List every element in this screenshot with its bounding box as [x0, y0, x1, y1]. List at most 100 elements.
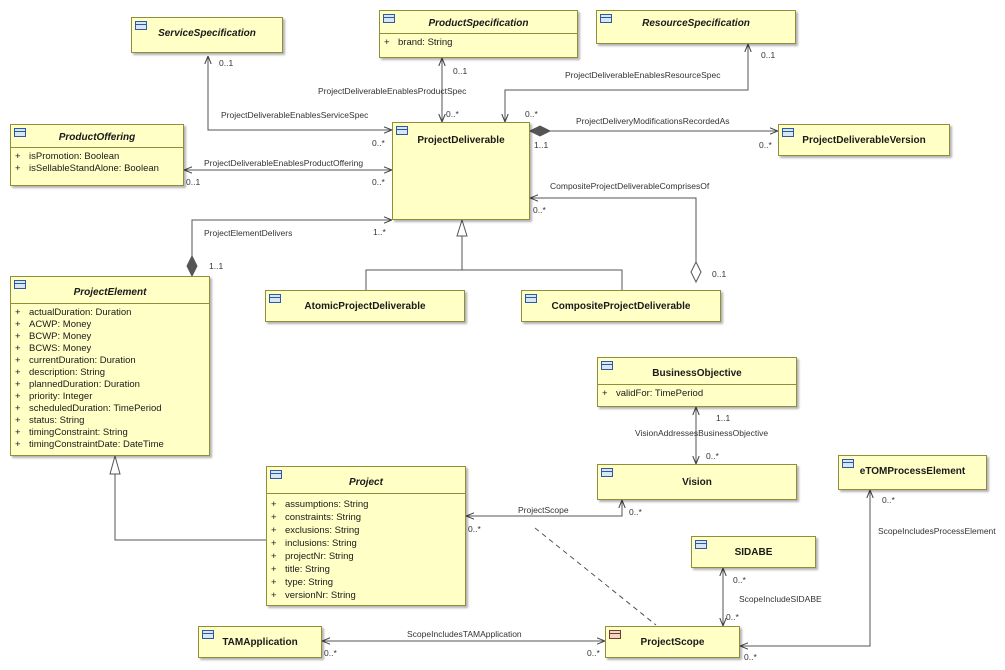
multiplicity-label: 0..* — [726, 612, 739, 622]
multiplicity-label: 1..1 — [534, 140, 549, 150]
attribute-row: +inclusions: String — [271, 538, 357, 549]
class-project-element[interactable]: ProjectElement +actualDuration: Duration… — [10, 276, 210, 456]
generalization-triangle-element — [109, 454, 121, 475]
class-project-deliverable[interactable]: ProjectDeliverable — [392, 122, 530, 220]
assoc-label-resource-spec: ProjectDeliverableEnablesResourceSpec — [565, 70, 721, 80]
class-name: Project — [349, 477, 383, 488]
class-icon — [695, 540, 707, 549]
aggregation-diamond-composite — [690, 260, 702, 284]
multiplicity-label: 0..* — [744, 652, 757, 662]
attribute-row: +type: String — [271, 577, 334, 588]
attribute-row: +validFor: TimePeriod — [602, 388, 704, 399]
class-icon — [202, 630, 214, 639]
attribute-row: +actualDuration: Duration — [15, 307, 132, 318]
multiplicity-label: 1..* — [373, 227, 386, 237]
attribute-row: +projectNr: String — [271, 551, 354, 562]
class-project-scope[interactable]: ProjectScope — [605, 626, 740, 658]
assoc-line-composite[interactable] — [530, 198, 697, 262]
class-name: ProductSpecification — [428, 18, 529, 29]
class-name: Vision — [682, 477, 712, 488]
class-icon — [600, 14, 612, 23]
class-project[interactable]: Project +assumptions: String +constraint… — [266, 466, 466, 606]
class-project-deliverable-version[interactable]: ProjectDeliverableVersion — [778, 124, 950, 156]
class-atomic-project-deliverable[interactable]: AtomicProjectDeliverable — [265, 290, 465, 322]
class-name: AtomicProjectDeliverable — [304, 301, 426, 312]
multiplicity-label: 0..* — [882, 495, 895, 505]
class-icon — [135, 21, 147, 30]
multiplicity-label: 0..* — [759, 140, 772, 150]
class-tam-application[interactable]: TAMApplication — [198, 626, 322, 658]
class-name: SIDABE — [734, 547, 773, 558]
class-product-specification[interactable]: ProductSpecification +brand: String — [379, 10, 578, 58]
assoc-label-modifications: ProjectDeliveryModificationsRecordedAs — [576, 116, 730, 126]
attribute-row: +currentDuration: Duration — [15, 355, 136, 366]
assoc-line-element-delivers[interactable] — [191, 220, 392, 258]
attribute-row: +isPromotion: Boolean — [15, 151, 120, 162]
multiplicity-label: 0..1 — [453, 66, 468, 76]
assoc-line-resource-spec[interactable] — [505, 44, 748, 122]
class-icon — [269, 294, 281, 303]
multiplicity-label: 0..* — [372, 177, 385, 187]
class-etom-process-element[interactable]: eTOMProcessElement — [838, 455, 987, 490]
attribute-row: +timingConstraint: String — [15, 427, 128, 438]
composition-diamond-version — [528, 125, 552, 137]
attribute-row: +title: String — [271, 564, 330, 575]
multiplicity-label: 1..1 — [716, 413, 731, 423]
class-icon — [842, 459, 854, 468]
multiplicity-label: 0..1 — [219, 58, 234, 68]
class-name: ProjectScope — [640, 637, 705, 648]
attribute-row: +timingConstraintDate: DateTime — [15, 439, 164, 450]
assoc-label-project-scope: ProjectScope — [518, 505, 569, 515]
class-icon — [396, 126, 408, 135]
dashed-dependency-line — [534, 527, 657, 626]
attribute-row: +description: String — [15, 367, 106, 378]
attribute-row: +status: String — [15, 415, 85, 426]
multiplicity-label: 0..* — [324, 648, 337, 658]
assoc-label-product-offering: ProjectDeliverableEnablesProductOffering — [204, 158, 364, 168]
attribute-row: +priority: Integer — [15, 391, 93, 402]
attribute-row: +exclusions: String — [271, 525, 360, 536]
multiplicity-label: 0..1 — [712, 269, 727, 279]
multiplicity-label: 0..* — [525, 109, 538, 119]
multiplicity-label: 0..* — [706, 451, 719, 461]
multiplicity-label: 0..* — [733, 575, 746, 585]
class-vision[interactable]: Vision — [597, 464, 797, 500]
class-name: CompositeProjectDeliverable — [551, 301, 691, 312]
multiplicity-label: 0..* — [468, 524, 481, 534]
generalization-triangle-deliverable — [456, 218, 468, 237]
multiplicity-label: 0..* — [372, 138, 385, 148]
assoc-label-element-delivers: ProjectElementDelivers — [204, 228, 293, 238]
class-icon — [383, 14, 395, 23]
class-composite-project-deliverable[interactable]: CompositeProjectDeliverable — [521, 290, 721, 322]
assoc-line-service-spec[interactable] — [208, 56, 392, 130]
class-name: ProjectElement — [73, 287, 147, 298]
class-name: ProductOffering — [58, 132, 136, 143]
assoc-label-composite: CompositeProjectDeliverableComprisesOf — [550, 181, 710, 191]
assoc-label-tam: ScopeIncludesTAMApplication — [407, 629, 522, 639]
class-business-objective[interactable]: BusinessObjective +validFor: TimePeriod — [597, 357, 797, 407]
multiplicity-label: 1..1 — [209, 261, 224, 271]
class-icon — [14, 128, 26, 137]
attribute-row: +BCWS: Money — [15, 343, 92, 354]
assoc-label-process-element: ScopeIncludesProcessElement — [878, 526, 996, 536]
multiplicity-label: 0..* — [446, 109, 459, 119]
assoc-label-sidabe: ScopeIncludeSIDABE — [739, 594, 822, 604]
assoc-line-project-scope[interactable] — [466, 500, 622, 516]
class-product-offering[interactable]: ProductOffering +isPromotion: Boolean +i… — [10, 124, 184, 186]
class-icon — [782, 128, 794, 137]
class-icon — [270, 470, 282, 479]
attribute-row: +assumptions: String — [271, 499, 369, 510]
composition-diamond-element — [186, 254, 198, 278]
class-icon — [609, 630, 621, 639]
generalization-line-project — [114, 474, 266, 541]
class-resource-specification[interactable]: ResourceSpecification — [596, 10, 796, 44]
attribute-row: +brand: String — [384, 37, 453, 48]
attribute-row: +ACWP: Money — [15, 319, 92, 330]
class-name: TAMApplication — [222, 637, 298, 648]
multiplicity-label: 0..* — [587, 648, 600, 658]
assoc-label-product-spec: ProjectDeliverableEnablesProductSpec — [318, 86, 467, 96]
class-service-specification[interactable]: ServiceSpecification — [131, 17, 283, 53]
class-sidabe[interactable]: SIDABE — [691, 536, 816, 568]
class-icon — [601, 361, 613, 370]
assoc-line-process-element[interactable] — [740, 490, 870, 646]
